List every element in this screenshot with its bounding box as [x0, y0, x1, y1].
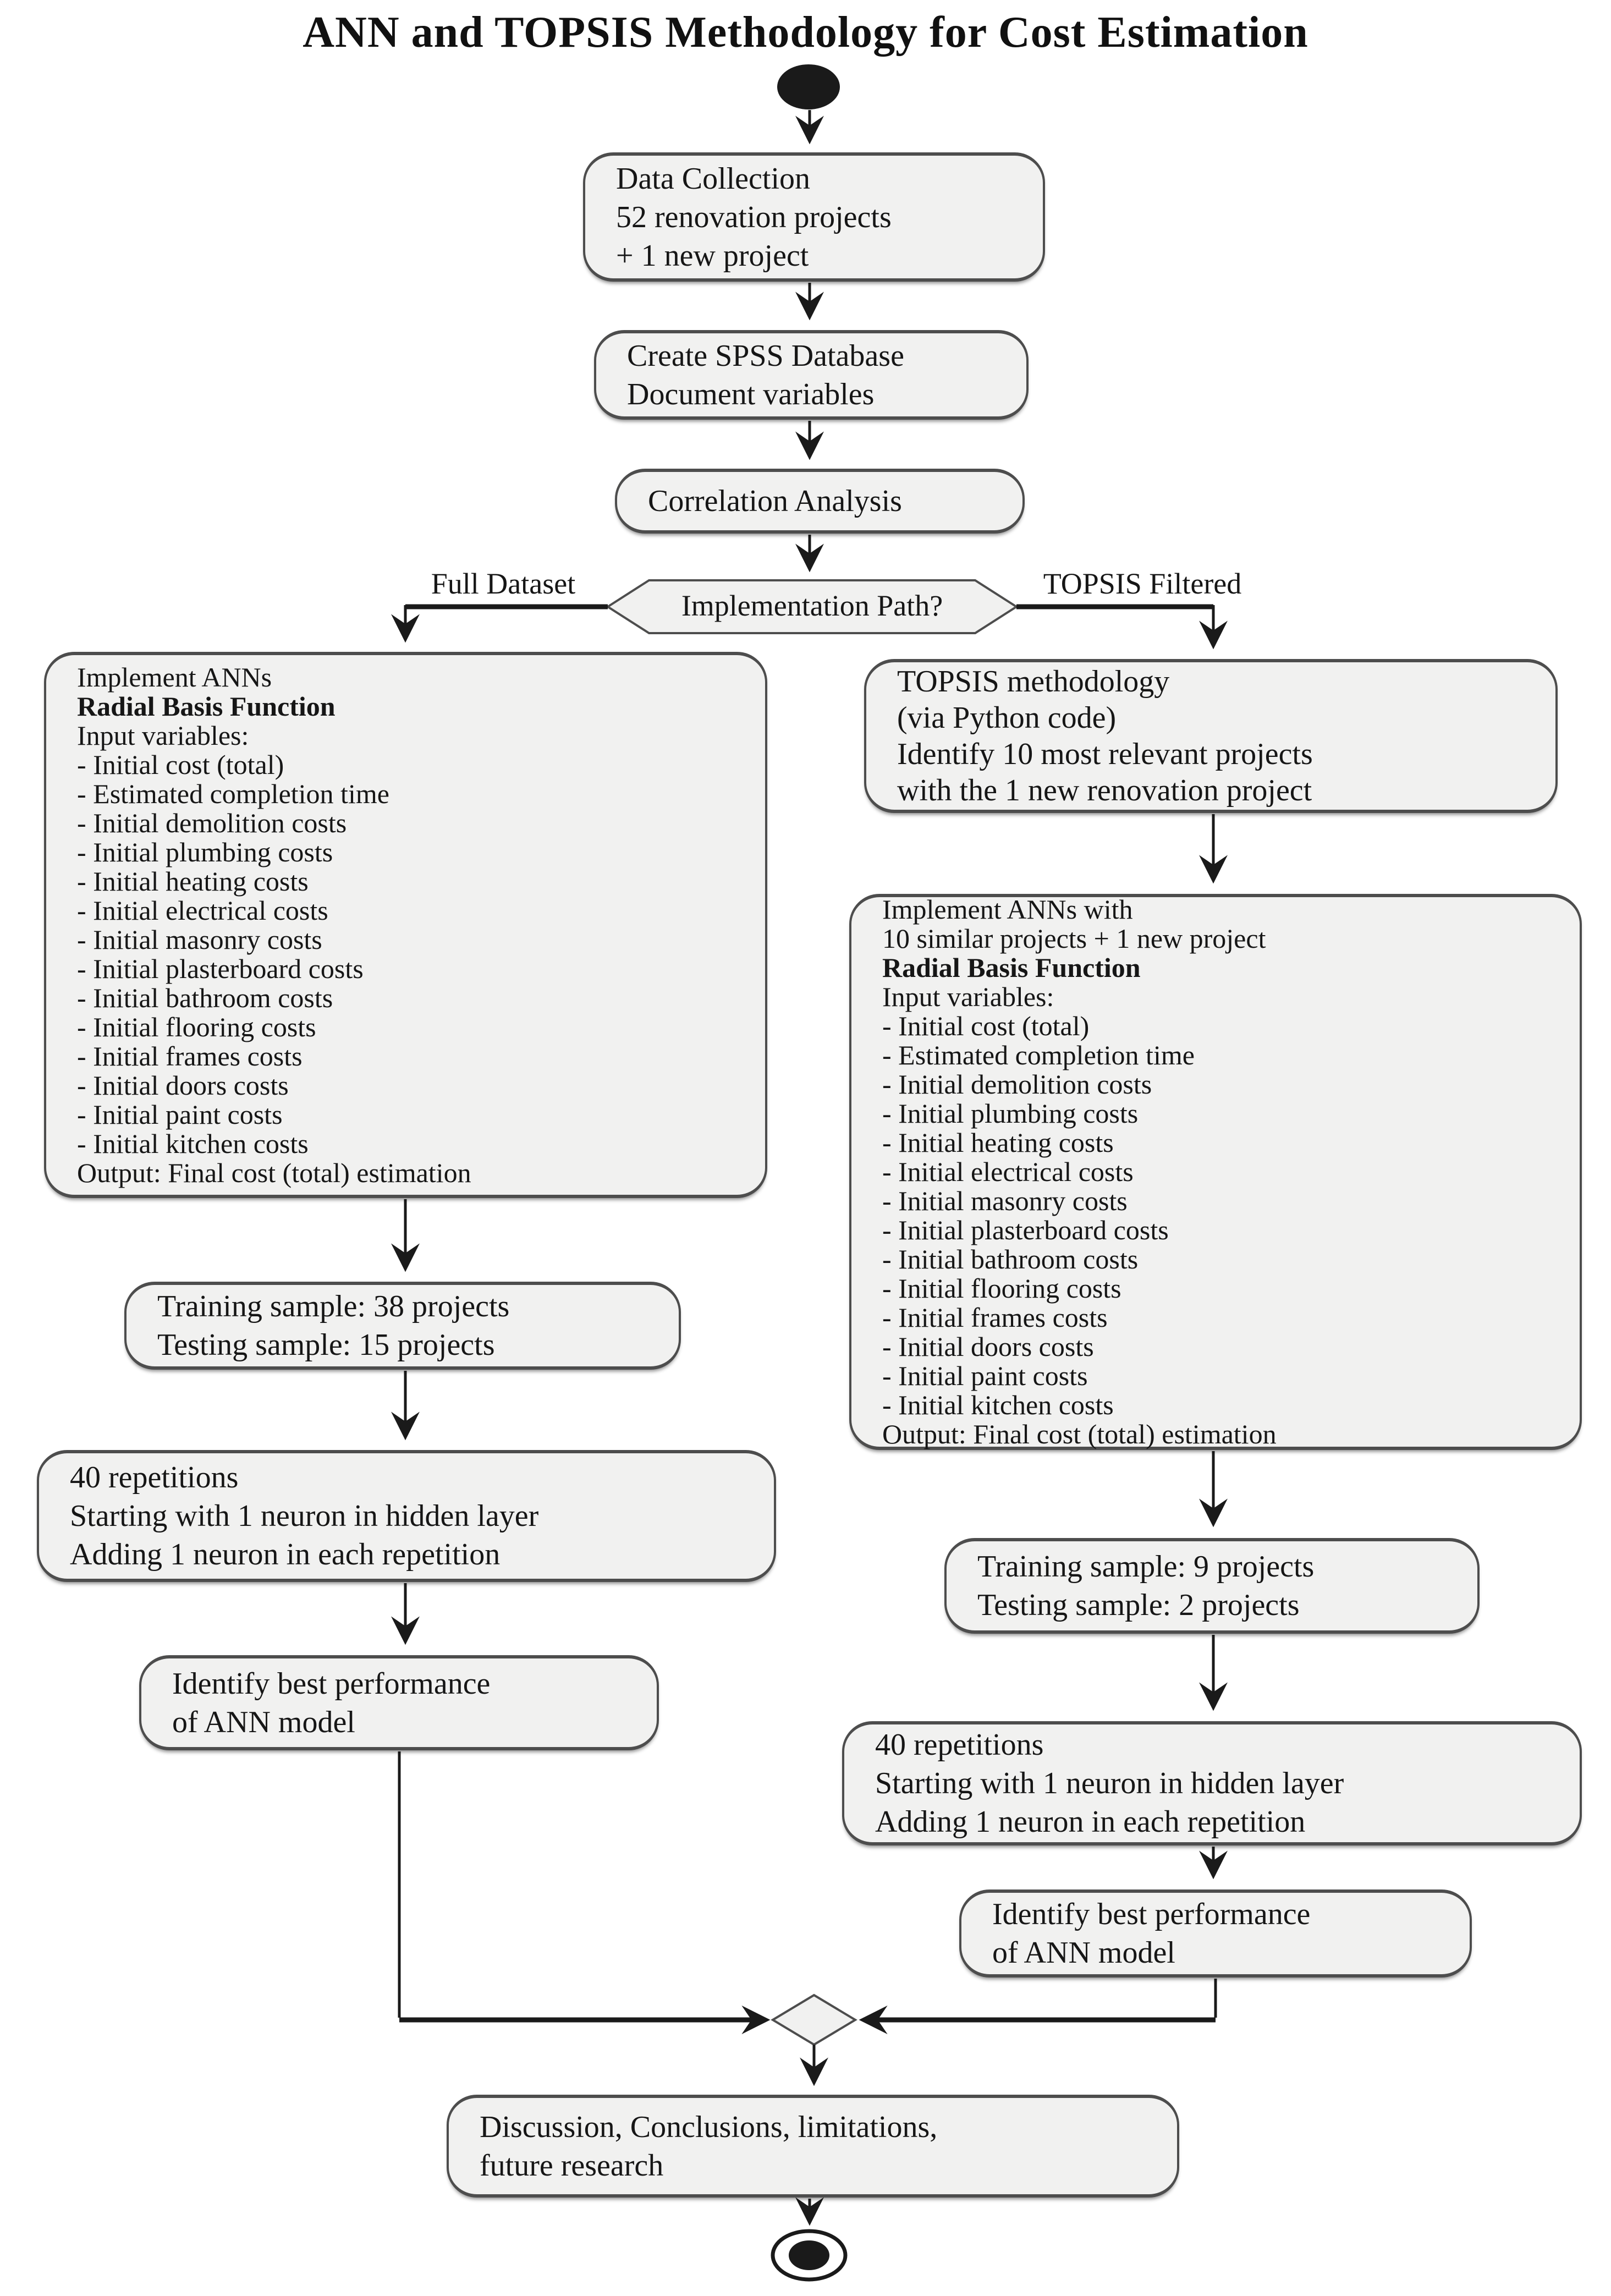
box-line: Input variables:: [882, 981, 1054, 1012]
activity-data-collection: Data Collection 52 renovation projects + 1…: [583, 152, 1045, 282]
box-line: 10 similar projects + 1 new project: [882, 923, 1266, 954]
activity-correlation-analysis: Correlation Analysis: [615, 469, 1025, 534]
box-line: - Initial electrical costs: [77, 894, 328, 926]
activity-discussion-conclusions: Discussion, Conclusions, limitations, fut…: [447, 2095, 1179, 2198]
box-line: - Initial paint costs: [882, 1360, 1088, 1391]
box-line: - Initial bathroom costs: [77, 982, 333, 1013]
box-line: Starting with 1 neuron in hidden layer: [875, 1766, 1344, 1800]
box-line: + 1 new project: [616, 238, 809, 273]
activity-topsis-methodology: TOPSIS methodology(via Python code)Ident…: [864, 659, 1558, 813]
box-line: - Initial paint costs: [77, 1098, 283, 1130]
box-line: Create SPSS Database: [627, 338, 904, 373]
box-line: - Initial flooring costs: [77, 1011, 316, 1042]
box-line: - Initial heating costs: [882, 1127, 1114, 1158]
activity-identify-best-performance-topsis: Identify best performance of ANN model: [959, 1889, 1472, 1978]
box-line: of ANN model: [172, 1705, 355, 1739]
box-line: 40 repetitions: [875, 1728, 1044, 1762]
box-line: - Initial demolition costs: [77, 807, 347, 838]
box-line: Identify best performance: [992, 1897, 1311, 1931]
box-line: - Initial electrical costs: [882, 1156, 1134, 1187]
box-line: Implement ANNs: [77, 661, 272, 693]
end-node-inner-dot: [789, 2240, 829, 2270]
box-line: Data Collection: [616, 161, 811, 196]
box-line: - Initial cost (total): [882, 1010, 1090, 1041]
start-node: [777, 64, 840, 109]
box-line: Discussion, Conclusions, limitations,: [480, 2110, 938, 2144]
box-line: - Initial kitchen costs: [77, 1128, 309, 1159]
box-line: - Estimated completion time: [77, 778, 389, 809]
box-line: - Initial masonry costs: [77, 924, 322, 955]
branch-label-full-dataset: Full Dataset: [431, 567, 576, 600]
box-line: - Initial heating costs: [77, 865, 309, 897]
box-line: Training sample: 38 projects: [157, 1289, 510, 1323]
box-line: - Initial doors costs: [77, 1069, 289, 1101]
box-line: of ANN model: [992, 1936, 1175, 1970]
box-line: Training sample: 9 projects: [977, 1550, 1315, 1584]
box-line: Radial Basis Function: [77, 690, 336, 722]
box-line: Starting with 1 neuron in hidden layer: [70, 1499, 539, 1533]
box-line: - Initial demolition costs: [882, 1069, 1152, 1100]
box-line: Output: Final cost (total) estimation: [882, 1419, 1277, 1449]
activity-identify-best-performance-full: Identify best performance of ANN model: [139, 1655, 659, 1750]
box-line: TOPSIS methodology: [897, 664, 1170, 699]
box-line: Implement ANNs with: [882, 894, 1133, 925]
box-line: Identify 10 most relevant projects: [897, 737, 1313, 771]
box-line: Identify best performance: [172, 1666, 491, 1701]
box-line: - Initial doors costs: [882, 1331, 1094, 1362]
box-line: - Initial plumbing costs: [77, 836, 333, 867]
box-line: with the 1 new renovation project: [897, 773, 1312, 808]
box-line: - Initial plasterboard costs: [77, 953, 364, 984]
box-line: (via Python code): [897, 701, 1117, 735]
box-line: - Initial masonry costs: [882, 1185, 1128, 1216]
box-line: future research: [480, 2148, 664, 2183]
box-line: - Initial frames costs: [882, 1302, 1108, 1333]
box-line: Input variables:: [77, 719, 249, 751]
merge-diamond: [771, 1993, 857, 2046]
box-line: - Initial bathroom costs: [882, 1244, 1139, 1275]
box-line: 40 repetitions: [70, 1460, 239, 1495]
box-line: 52 renovation projects: [616, 200, 892, 234]
box-line: - Estimated completion time: [882, 1040, 1195, 1070]
box-line: Correlation Analysis: [648, 484, 902, 518]
box-line: Testing sample: 2 projects: [977, 1588, 1300, 1622]
box-line: Radial Basis Function: [882, 952, 1141, 983]
branch-label-topsis-filtered: TOPSIS Filtered: [1043, 567, 1242, 600]
diagram-title: ANN and TOPSIS Methodology for Cost Esti…: [303, 8, 1308, 57]
box-line: - Initial plumbing costs: [882, 1098, 1139, 1129]
box-line: Testing sample: 15 projects: [157, 1328, 495, 1362]
decision-label: Implementation Path?: [681, 589, 943, 622]
box-line: - Initial plasterboard costs: [882, 1215, 1169, 1245]
box-line: - Initial kitchen costs: [882, 1389, 1114, 1420]
box-line: - Initial flooring costs: [882, 1273, 1121, 1304]
box-line: Adding 1 neuron in each repetition: [875, 1805, 1306, 1839]
box-line: - Initial frames costs: [77, 1040, 303, 1072]
box-line: Document variables: [627, 377, 875, 411]
box-line: Output: Final cost (total) estimation: [77, 1157, 471, 1188]
box-line: - Initial cost (total): [77, 749, 284, 780]
box-line: Adding 1 neuron in each repetition: [70, 1537, 501, 1572]
